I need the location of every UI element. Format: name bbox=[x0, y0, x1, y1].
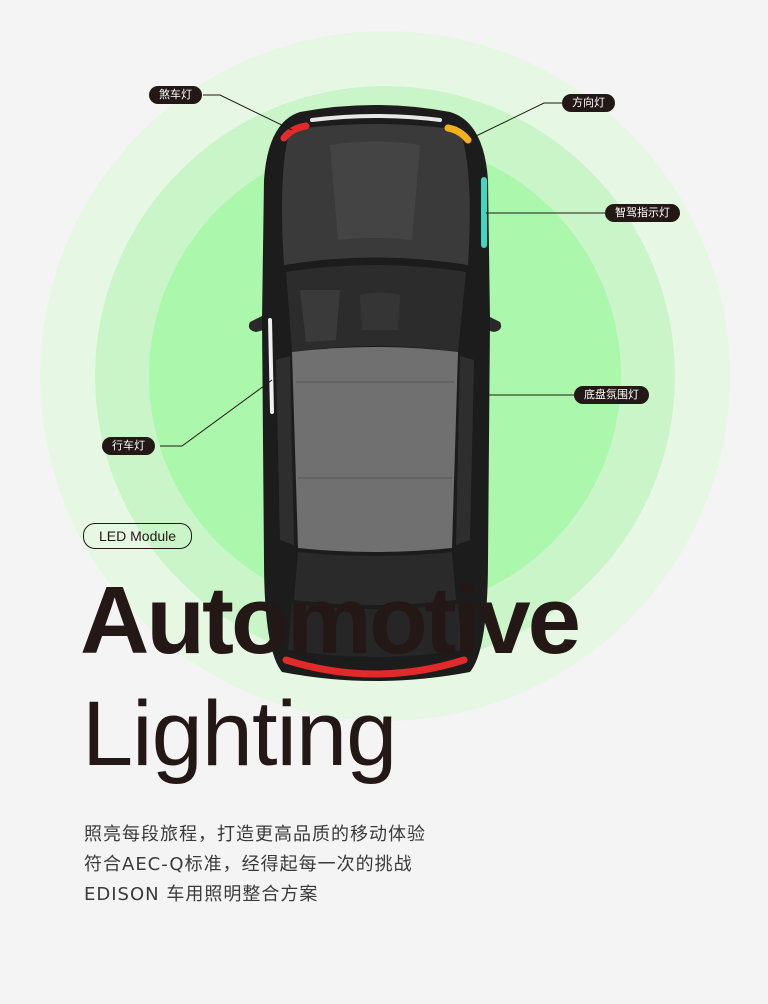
car-top-view bbox=[248, 105, 502, 681]
description-line-1: 照亮每段旅程，打造更高品质的移动体验 bbox=[84, 824, 426, 845]
headlight-strip bbox=[310, 114, 442, 122]
brake-light-indicator bbox=[280, 122, 310, 142]
callout-chassis-ambient-light: 底盘氛围灯 bbox=[574, 386, 649, 404]
turn-signal-leader bbox=[471, 102, 562, 139]
led-module-badge: LED Module bbox=[83, 523, 193, 549]
tail-light-bar bbox=[282, 656, 468, 678]
running-light-indicator bbox=[268, 318, 274, 414]
description-line-3: EDISON 车用照明整合方案 bbox=[84, 884, 319, 905]
description: 照亮每段旅程，打造更高品质的移动体验 符合AEC-Q标准，经得起每一次的挑战 E… bbox=[84, 820, 426, 910]
headline-automotive: Automotive bbox=[80, 567, 581, 674]
callout-running-light: 行车灯 bbox=[102, 437, 155, 455]
brake-light-leader bbox=[203, 94, 293, 131]
description-line-2: 符合AEC-Q标准，经得起每一次的挑战 bbox=[84, 854, 413, 875]
running-light-leader bbox=[160, 379, 273, 447]
callout-drive-assist-light: 智驾指示灯 bbox=[605, 204, 680, 222]
headline-lighting: Lighting bbox=[82, 683, 397, 785]
turn-signal-indicator bbox=[444, 124, 472, 144]
callout-brake-light: 煞车灯 bbox=[149, 86, 202, 104]
callout-turn-signal: 方向灯 bbox=[562, 94, 615, 112]
